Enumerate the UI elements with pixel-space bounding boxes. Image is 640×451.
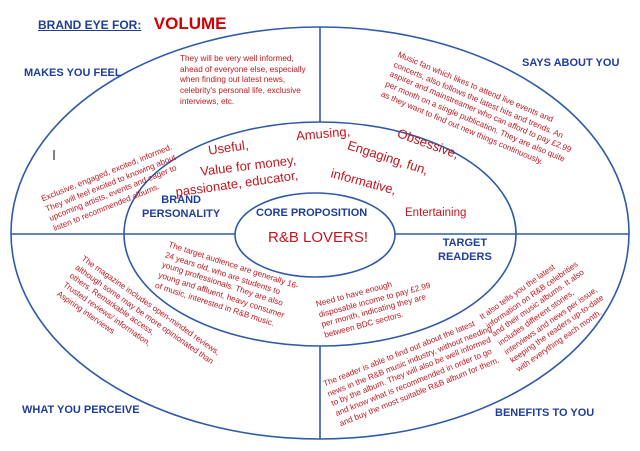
core-proposition-label: CORE PROPOSITION	[256, 207, 368, 219]
quadrant-makes-you-feel: MAKES YOU FEEL	[24, 67, 122, 79]
inner-ellipse	[234, 192, 396, 278]
quadrant-benefits-to-you: BENEFITS TO YOU	[495, 407, 595, 419]
brand-name: VOLUME	[153, 14, 227, 33]
header-label: BRAND EYE FOR:	[38, 18, 142, 32]
brand-personality-label: BRAND PERSONALITY	[142, 194, 221, 220]
personality-entertaining: Entertaining	[405, 207, 467, 219]
core-proposition-value: R&B LOVERS!	[268, 229, 369, 246]
quadrant-what-you-perceive: WHAT YOU PERCEIVE	[22, 404, 140, 416]
target-readers-label: TARGET READERS	[438, 237, 492, 263]
header: BRAND EYE FOR: VOLUME	[38, 14, 227, 34]
quadrant-says-about-you: SAYS ABOUT YOU	[522, 57, 620, 69]
makes-feel-text-2: They will be very well informed, ahead o…	[180, 54, 306, 106]
